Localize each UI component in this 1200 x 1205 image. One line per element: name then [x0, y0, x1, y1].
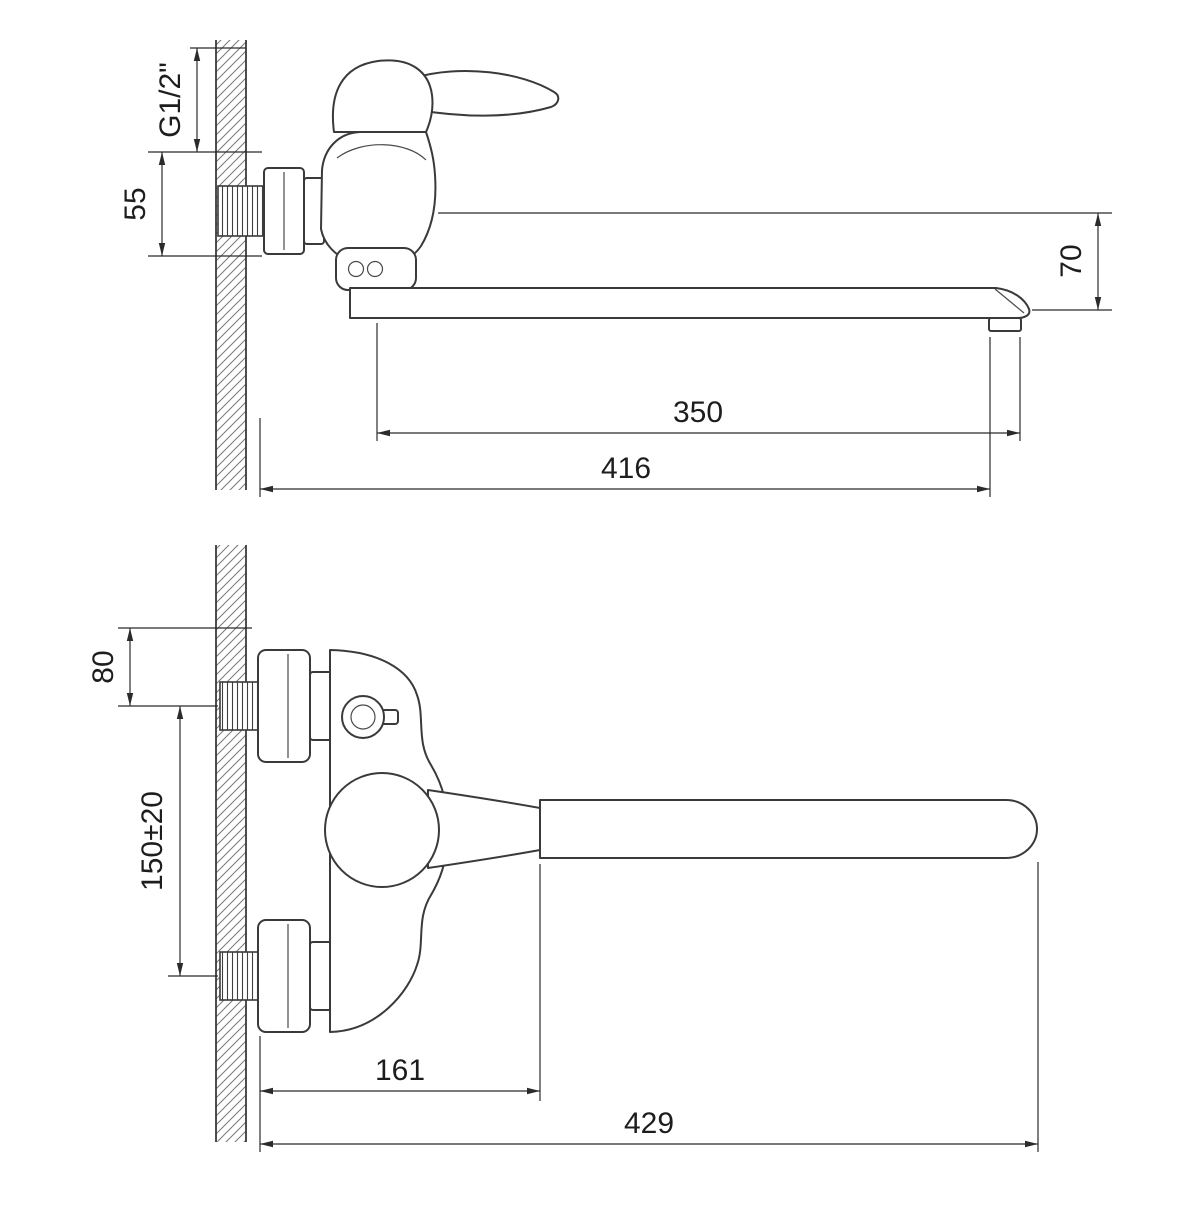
wall-hatch [216, 545, 246, 1142]
dim-label-416: 416 [601, 452, 651, 485]
dim-total-width: 429 [259, 862, 1039, 1152]
handle-hub-front [427, 789, 557, 869]
faucet-front [324, 649, 1038, 1033]
dim-label-161: 161 [375, 1054, 425, 1087]
mixer-body-side [320, 131, 437, 267]
wall-hatch [216, 40, 246, 490]
body-detail-arc [336, 144, 427, 161]
spout-tube-front [539, 799, 1038, 859]
flange-collar-bottom [309, 941, 333, 1011]
front-view: 80 150±20 161 429 [87, 545, 1039, 1152]
dim-label-150-20: 150±20 [136, 791, 169, 891]
dim-label-429: 429 [624, 1107, 674, 1140]
dim-total-reach: 416 [259, 337, 991, 497]
wall-section-front [215, 545, 247, 1142]
dim-label-350: 350 [673, 396, 723, 429]
eccentric-top-front [219, 649, 333, 763]
wall-flange-bottom [257, 919, 311, 1033]
handle-cap-side [332, 59, 434, 133]
side-view: G1/2" 55 70 350 416 [119, 40, 1112, 497]
dim-label-55: 55 [119, 187, 152, 220]
eccentric-bottom-front [219, 919, 333, 1033]
dim-label-70: 70 [1055, 244, 1088, 277]
aerator [988, 317, 1022, 332]
wall-section-side [215, 40, 247, 490]
dim-top-offset: 80 [87, 627, 252, 707]
dim-spout-drop: 70 [438, 212, 1112, 311]
dim-eccentric-height: 55 [119, 151, 262, 257]
spout-nut-hole-2 [366, 260, 384, 278]
dim-mounting-centers: 150±20 [136, 706, 218, 977]
spout-nut-hole-1 [347, 260, 365, 278]
spout-tube-side [349, 287, 1031, 319]
spout-tip-cut [994, 288, 1025, 314]
dim-handle-reach: 161 [260, 864, 541, 1101]
dim-thread-size: G1/2" [154, 47, 246, 152]
handle-lever-side [413, 70, 560, 117]
dim-label-80: 80 [87, 650, 120, 683]
wall-flange-top [257, 649, 311, 763]
thread-shank [217, 185, 265, 237]
diverter-ring-outer [341, 695, 385, 739]
thread-shank-bottom [219, 951, 259, 1001]
dim-label-thread: G1/2" [154, 62, 187, 138]
thread-shank-top [219, 681, 259, 731]
flange-collar-top [309, 671, 333, 741]
diverter-ring-inner [350, 704, 376, 730]
dim-spout-length: 350 [376, 323, 1021, 441]
eccentric-connector-side [217, 167, 325, 255]
cartridge-boss [324, 772, 440, 888]
faucet-side [320, 59, 1031, 332]
